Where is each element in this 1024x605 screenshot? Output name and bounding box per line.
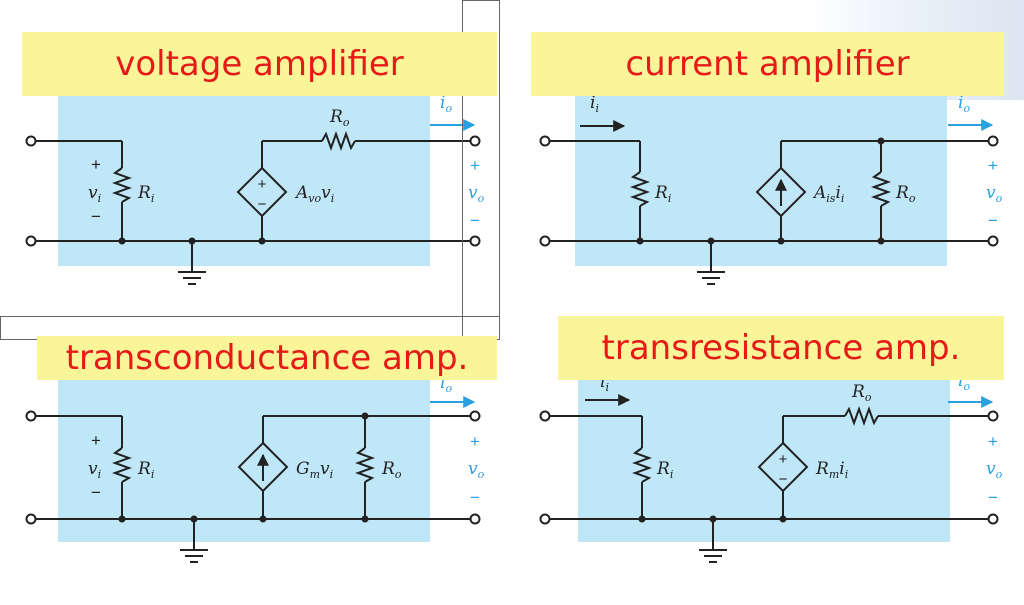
ri-label: Ri xyxy=(137,459,154,481)
voltage-src-plus: + xyxy=(779,451,788,468)
ri-resistor xyxy=(112,167,132,203)
out-var: vo xyxy=(986,459,1003,481)
voltage-amplifier-title: voltage amplifier xyxy=(22,32,497,96)
src-label: Aisii xyxy=(812,183,844,205)
transresistance-amplifier-circuit xyxy=(539,372,999,563)
ri-label: Ri xyxy=(137,183,154,205)
in-var: vi xyxy=(88,459,101,481)
out-i-label: io xyxy=(958,371,970,393)
input-terminal-top xyxy=(25,410,37,422)
out-i-label: io xyxy=(958,93,970,115)
input-terminal-bottom xyxy=(25,235,37,247)
in-i-label: ii xyxy=(600,372,609,394)
src-label: Gmvi xyxy=(296,459,333,481)
input-terminal-top xyxy=(25,135,37,147)
ro-label: Ro xyxy=(851,382,872,404)
out-minus: − xyxy=(988,488,998,507)
ri-resistor xyxy=(112,447,132,483)
out-plus: + xyxy=(988,156,998,175)
output-terminal-top xyxy=(469,135,481,147)
out-plus: + xyxy=(470,156,480,175)
out-i-label: io xyxy=(440,93,452,115)
in-var: vi xyxy=(88,183,101,205)
out-minus: − xyxy=(988,211,998,230)
in-minus: − xyxy=(91,483,101,502)
transconductance-amplifier-circuit xyxy=(25,372,481,563)
input-terminal-bottom xyxy=(539,513,551,525)
out-var: vo xyxy=(468,459,485,481)
output-terminal-top xyxy=(987,410,999,422)
ro-resistor xyxy=(321,131,356,151)
out-plus: + xyxy=(988,432,998,451)
transresistance-panel-bg xyxy=(578,372,950,542)
in-plus: + xyxy=(91,431,101,450)
out-minus: − xyxy=(470,211,480,230)
output-terminal-top xyxy=(987,135,999,147)
ri-resistor xyxy=(630,171,650,207)
input-terminal-bottom xyxy=(539,235,551,247)
ro-label: Ro xyxy=(329,107,350,129)
voltage-src-minus: − xyxy=(779,471,788,488)
in-i-label: ii xyxy=(590,93,599,115)
voltage-src-minus: − xyxy=(258,196,267,213)
output-terminal-bottom xyxy=(469,513,481,525)
transconductance-panel-bg xyxy=(58,372,430,542)
ri-resistor xyxy=(632,447,652,483)
ro-resistor xyxy=(844,406,879,426)
voltage-amplifier-circuit xyxy=(25,94,481,285)
out-i-label: io xyxy=(440,373,452,395)
current-amplifier-circuit xyxy=(539,94,999,285)
in-minus: − xyxy=(91,207,101,226)
current-amplifier-title: current amplifier xyxy=(531,32,1004,96)
ro-resistor xyxy=(871,171,891,207)
out-plus: + xyxy=(470,432,480,451)
ri-label: Ri xyxy=(654,183,671,205)
input-terminal-top xyxy=(539,135,551,147)
in-plus: + xyxy=(91,155,101,174)
out-minus: − xyxy=(470,488,480,507)
input-terminal-bottom xyxy=(25,513,37,525)
output-terminal-bottom xyxy=(469,235,481,247)
transconductance-amp-title: transconductance amp. xyxy=(37,336,497,380)
ro-label: Ro xyxy=(895,183,916,205)
src-label: Rmii xyxy=(815,459,848,481)
output-terminal-top xyxy=(469,410,481,422)
output-terminal-bottom xyxy=(987,235,999,247)
output-terminal-bottom xyxy=(987,513,999,525)
ro-label: Ro xyxy=(381,459,402,481)
out-var: vo xyxy=(468,183,485,205)
out-var: vo xyxy=(986,183,1003,205)
voltage-src-plus: + xyxy=(258,176,267,193)
src-label: Avovi xyxy=(294,183,334,205)
voltage-panel-bg xyxy=(58,94,430,266)
transresistance-amp-title: transresistance amp. xyxy=(558,316,1004,380)
input-terminal-top xyxy=(539,410,551,422)
ri-label: Ri xyxy=(656,459,673,481)
ro-resistor xyxy=(355,447,375,483)
